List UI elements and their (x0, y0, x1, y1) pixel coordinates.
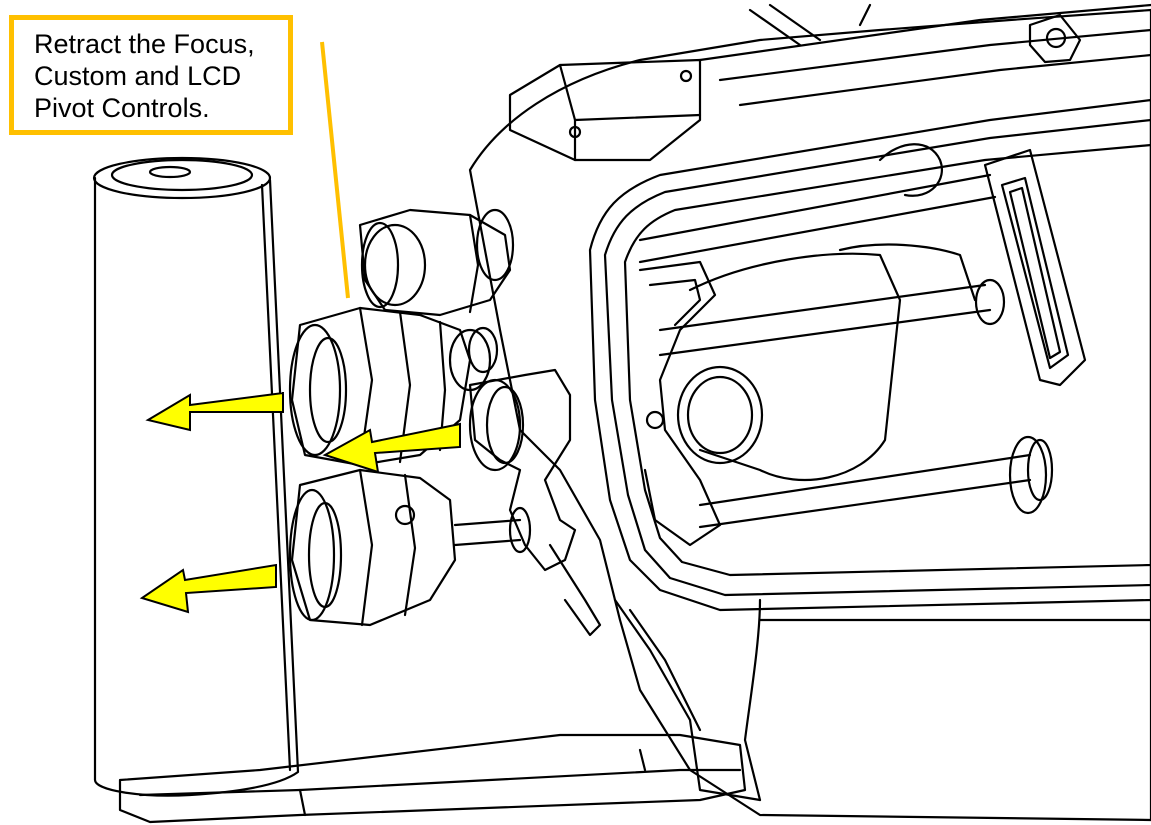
instruction-line-3: Pivot Controls. (34, 93, 210, 123)
lcd-pivot-frame (983, 148, 1087, 387)
housing-back-frame (588, 98, 1151, 612)
base-plate (118, 733, 747, 824)
left-arrow-icon (139, 563, 277, 614)
callout-leader-line (320, 41, 350, 299)
left-arrow-icon (322, 422, 461, 474)
rod-top (638, 173, 992, 242)
lcd-pivot-lever (468, 368, 577, 572)
mount-post (93, 176, 300, 797)
instruction-line-1: Retract the Focus, (34, 29, 255, 59)
arrows-group (139, 392, 461, 614)
internal-bracket (638, 260, 722, 547)
top-block (508, 58, 702, 162)
grip-lower (613, 598, 762, 802)
rod-middle (658, 283, 987, 332)
rod-bottom (698, 453, 1032, 507)
instruction-callout: Retract the Focus, Custom and LCD Pivot … (9, 15, 293, 135)
custom-knob-body (290, 468, 457, 627)
instruction-line-2: Custom and LCD (34, 61, 242, 91)
instruction-text: Retract the Focus, Custom and LCD Pivot … (34, 28, 294, 124)
left-arrow-icon (145, 392, 284, 432)
